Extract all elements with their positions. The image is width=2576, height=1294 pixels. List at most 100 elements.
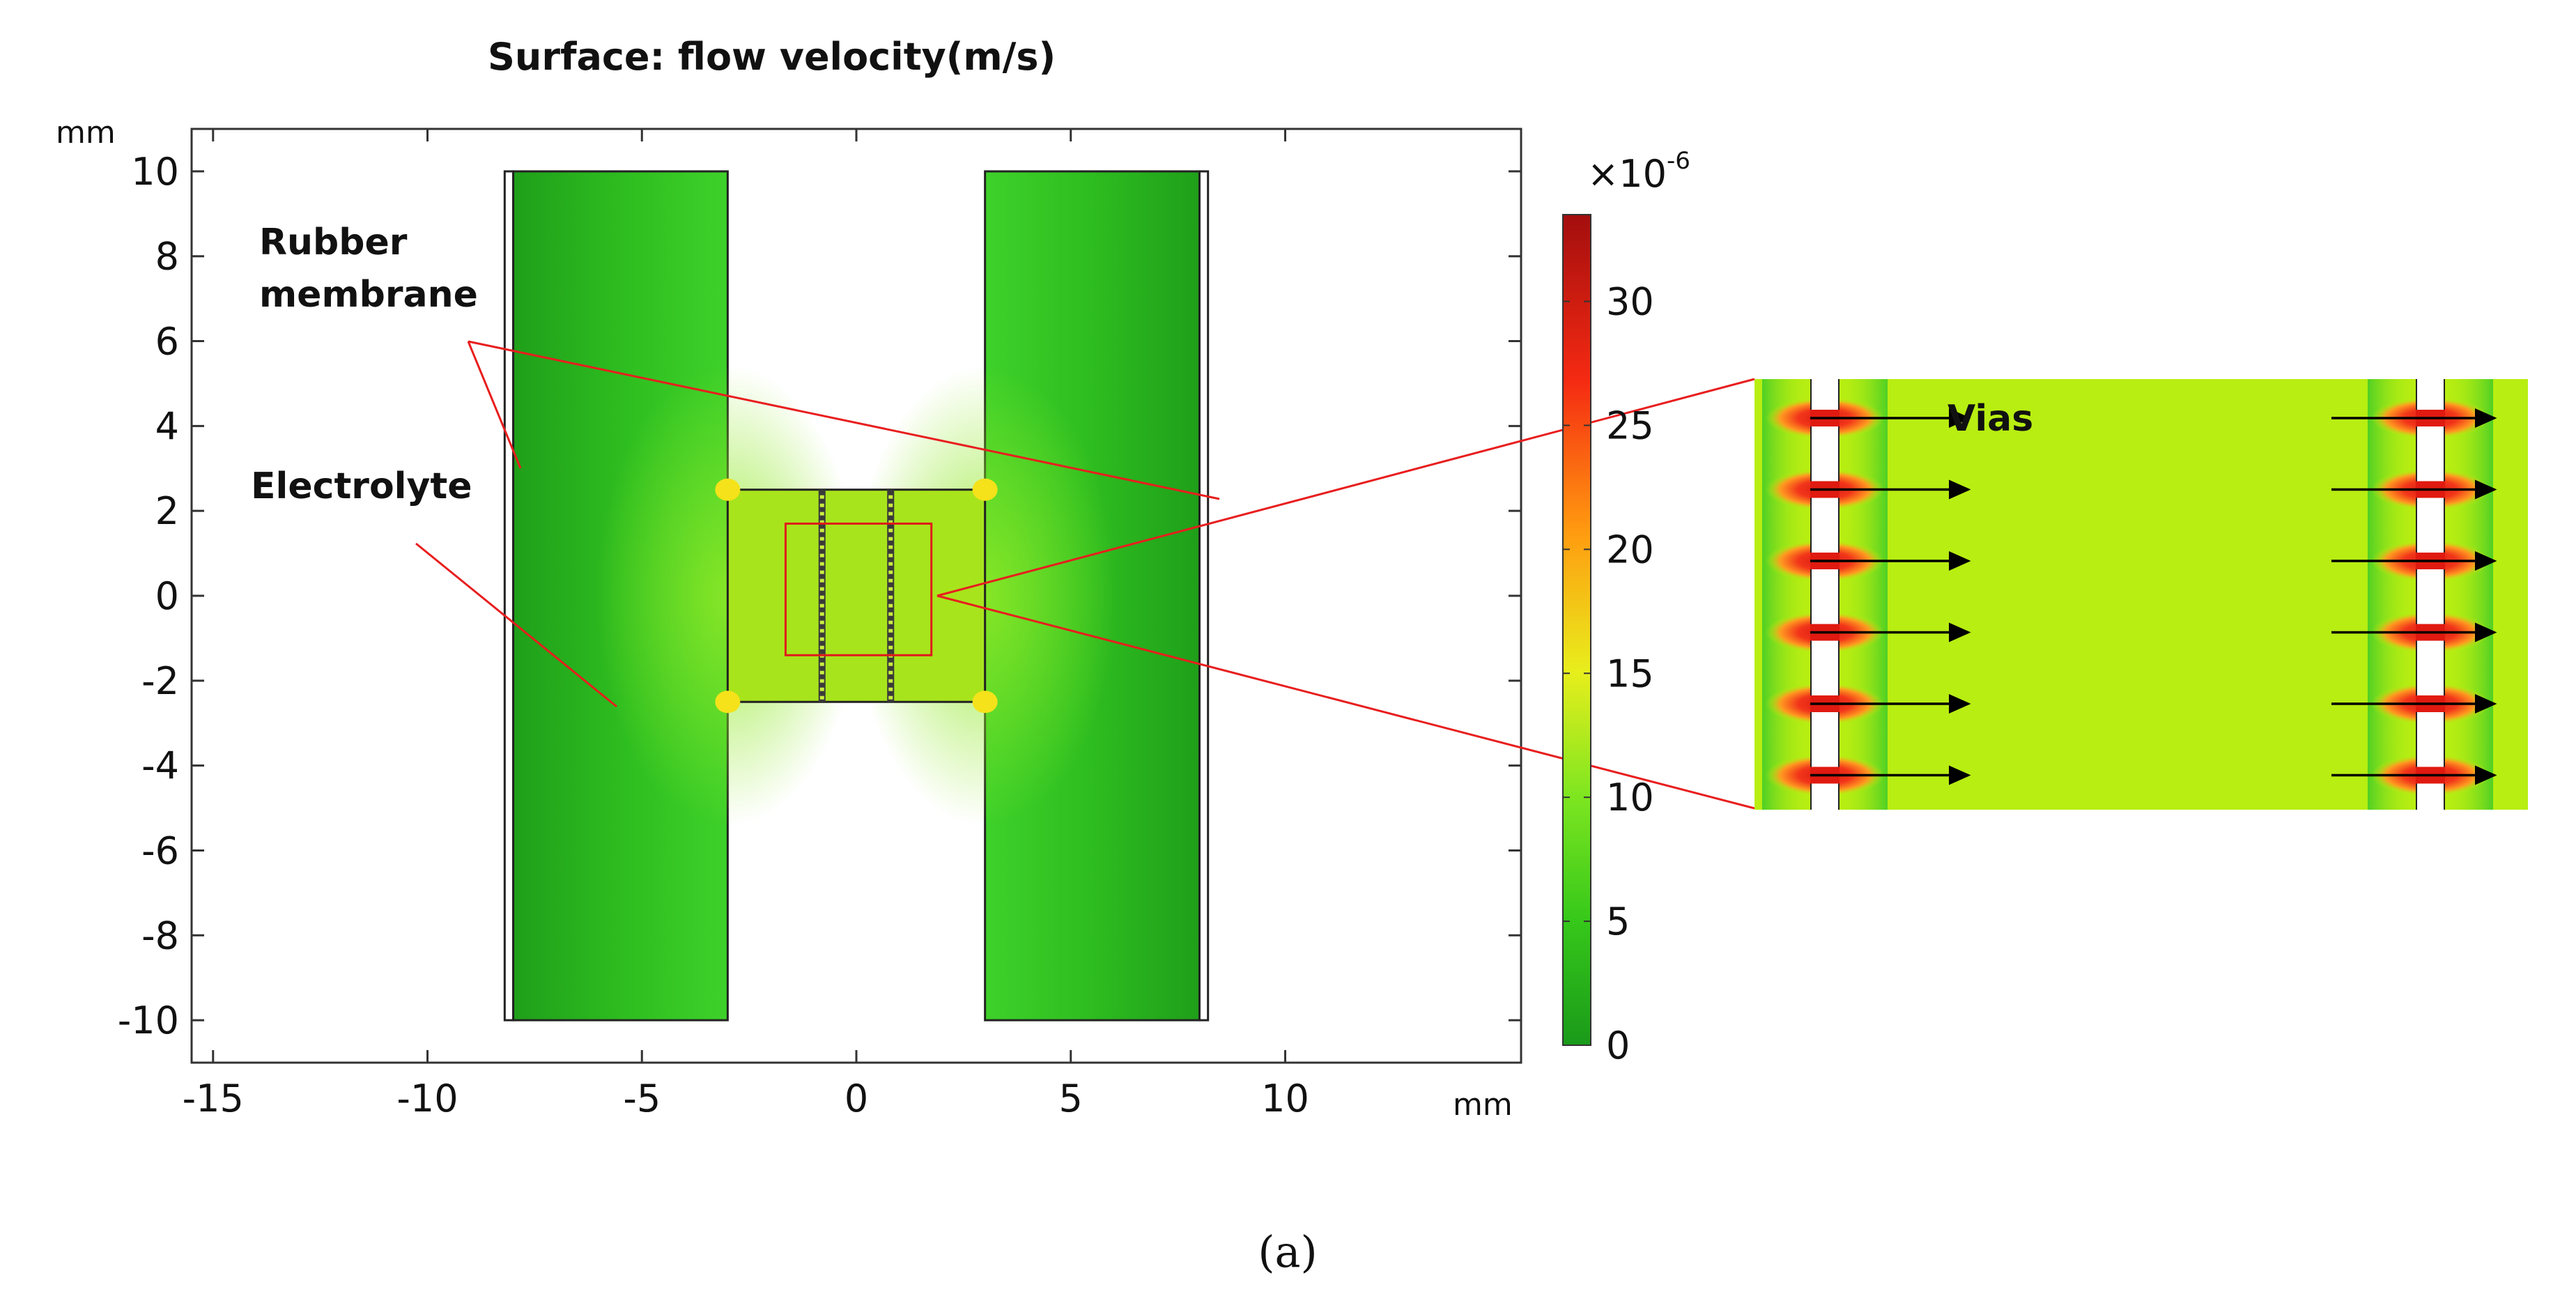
y-tick-label: 8 bbox=[155, 235, 179, 279]
inset-wall-glow-left bbox=[1762, 379, 1811, 810]
zoom-link-bottom bbox=[936, 594, 1755, 810]
colorbar-tick-label: 0 bbox=[1606, 1024, 1630, 1068]
via-hole bbox=[888, 687, 893, 691]
y-tick-label: 10 bbox=[131, 150, 179, 194]
via-hole bbox=[819, 528, 824, 532]
via-hole bbox=[819, 645, 824, 649]
via-hole bbox=[819, 670, 824, 675]
left-membrane-strip bbox=[503, 170, 515, 1022]
colorbar-tick-label: 15 bbox=[1606, 652, 1654, 695]
via-hole bbox=[819, 503, 824, 507]
x-tick-label: 5 bbox=[1059, 1077, 1083, 1120]
y-tick-label: 6 bbox=[155, 320, 179, 364]
via-hole bbox=[888, 562, 893, 566]
corner-hotspot bbox=[972, 691, 998, 714]
chart-title: Surface: flow velocity(m/s) bbox=[488, 35, 1056, 79]
via-hole bbox=[888, 637, 893, 641]
via-hole bbox=[819, 620, 824, 624]
via-hole bbox=[888, 670, 893, 675]
via-hole bbox=[888, 520, 893, 524]
via-hole bbox=[819, 695, 824, 700]
via-hole bbox=[819, 687, 824, 691]
via-hole bbox=[819, 595, 824, 599]
vias-label: Vias bbox=[1948, 398, 2033, 440]
colorbar-tick-label: 25 bbox=[1606, 403, 1654, 447]
zoom-box bbox=[784, 522, 933, 656]
via-hole bbox=[819, 603, 824, 608]
electrolyte-pointer bbox=[415, 542, 617, 708]
via-hole bbox=[819, 578, 824, 583]
via-hole bbox=[819, 570, 824, 574]
inset-flow-arrows bbox=[1810, 408, 2497, 785]
via-hole bbox=[888, 578, 893, 583]
y-tick-label: 2 bbox=[155, 489, 179, 533]
y-tick-label: -10 bbox=[118, 999, 179, 1042]
via-hole bbox=[819, 511, 824, 516]
via-hole bbox=[819, 545, 824, 549]
via-hole bbox=[819, 553, 824, 557]
inset-wall-glow-right bbox=[2444, 379, 2493, 810]
zoom-inset bbox=[1754, 379, 2528, 810]
via-hole bbox=[888, 645, 893, 649]
via-hole bbox=[888, 679, 893, 683]
via-hole bbox=[888, 553, 893, 557]
via-hole bbox=[888, 612, 893, 616]
corner-hotspot bbox=[715, 478, 741, 501]
via-hole bbox=[888, 511, 893, 516]
y-axis-unit: mm bbox=[56, 115, 116, 151]
via-hole bbox=[888, 587, 893, 591]
x-tick-label: 0 bbox=[844, 1077, 868, 1120]
y-tick-label: -6 bbox=[141, 829, 179, 872]
via-hole bbox=[888, 570, 893, 574]
channel bbox=[726, 488, 987, 703]
via-hole bbox=[819, 629, 824, 633]
colorbar-tick-label: 10 bbox=[1606, 776, 1654, 819]
via-hole bbox=[819, 637, 824, 641]
simulation-geometry bbox=[503, 170, 1210, 1022]
rubber-membrane-label: Rubber membrane bbox=[259, 222, 478, 316]
x-tick-label: -15 bbox=[183, 1077, 244, 1120]
via-hole bbox=[819, 662, 824, 666]
via-hole bbox=[819, 537, 824, 541]
via-hole bbox=[888, 662, 893, 666]
figure-caption: (a) bbox=[1258, 1226, 1317, 1277]
colorbar-tick-label: 30 bbox=[1606, 280, 1654, 324]
corner-hotspots bbox=[715, 478, 998, 714]
colorbar-scale bbox=[1562, 214, 1591, 1046]
via-hole bbox=[888, 495, 893, 499]
annotations: Rubber membrane Electrolyte bbox=[251, 222, 1755, 810]
corner-hotspot bbox=[715, 691, 741, 714]
via-hole bbox=[888, 603, 893, 608]
x-tick-label: 10 bbox=[1261, 1077, 1309, 1120]
via-hole bbox=[888, 695, 893, 700]
right-membrane-strip bbox=[1198, 170, 1210, 1022]
inset-wall bbox=[2416, 379, 2444, 810]
via-hole bbox=[819, 520, 824, 524]
x-tick-label: -5 bbox=[623, 1077, 661, 1120]
x-tick-label: -10 bbox=[396, 1077, 458, 1120]
via-hole bbox=[819, 562, 824, 566]
colorbar-exponent: ×10-6 bbox=[1587, 147, 1690, 196]
y-tick-label: 0 bbox=[155, 574, 179, 618]
via-hole bbox=[819, 495, 824, 499]
via-hole bbox=[819, 612, 824, 616]
electrolyte-label: Electrolyte bbox=[251, 465, 472, 507]
via-hole bbox=[819, 679, 824, 683]
via-hole bbox=[819, 587, 824, 591]
via-hole bbox=[888, 537, 893, 541]
y-tick-label: -2 bbox=[141, 659, 179, 703]
via-hole bbox=[888, 528, 893, 532]
membrane-pointer-left bbox=[467, 341, 522, 469]
y-tick-label: 4 bbox=[155, 404, 179, 448]
via-hole bbox=[888, 595, 893, 599]
inset-wall-glow-right bbox=[1839, 379, 1888, 810]
colorbar-tick-label: 5 bbox=[1606, 900, 1630, 943]
via-hole bbox=[888, 620, 893, 624]
y-tick-label: -8 bbox=[141, 914, 179, 957]
via-hole bbox=[888, 503, 893, 507]
inset-wall-glow-left bbox=[2368, 379, 2416, 810]
